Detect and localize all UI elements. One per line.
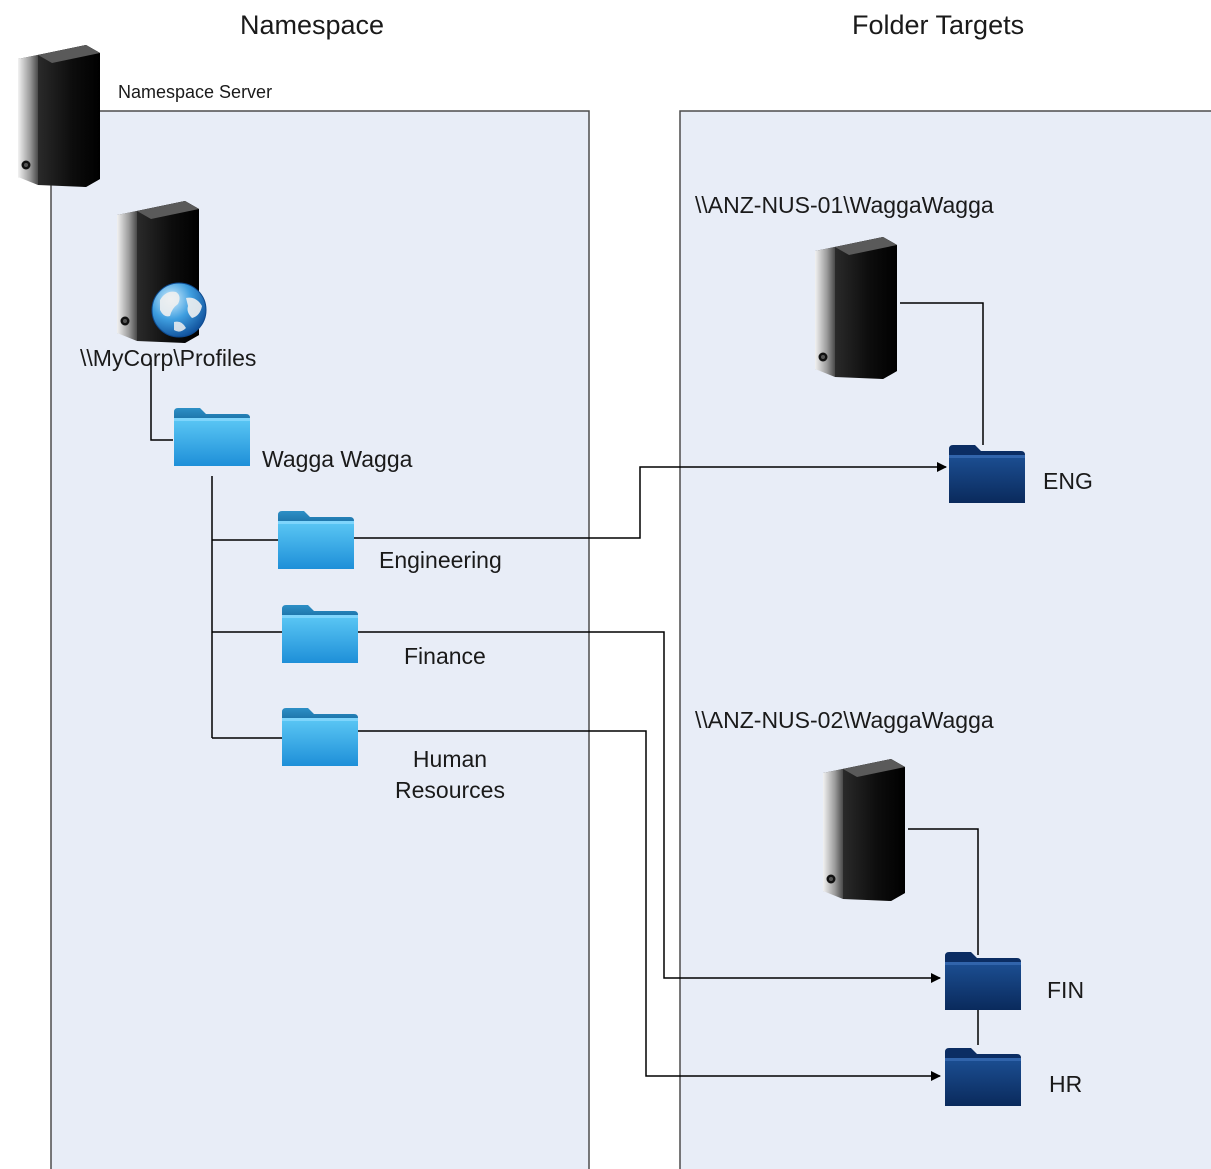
- namespace-root-label: \\MyCorp\Profiles: [80, 345, 257, 371]
- target-server-1-icon: [815, 237, 897, 379]
- share-folder-icon-fin: [945, 952, 1021, 1010]
- namespace-server-icon: [18, 45, 100, 187]
- folder-icon-human-resources: [282, 708, 358, 766]
- target-server-1-path: \\ANZ-NUS-01\WaggaWagga: [695, 192, 994, 218]
- folder-label-engineering: Engineering: [379, 547, 502, 573]
- namespace-heading: Namespace: [240, 10, 385, 40]
- folder-targets-heading: Folder Targets: [852, 10, 1025, 40]
- link-hr-to-hr: [358, 730, 941, 1081]
- site-folder-label: Wagga Wagga: [262, 446, 413, 472]
- folder-label-human-resources-line-2: Resources: [395, 777, 505, 803]
- globe-icon: [151, 282, 207, 338]
- server-share-connectors: [900, 302, 984, 1045]
- share-label-eng: ENG: [1043, 468, 1093, 494]
- share-folder-icon-eng: [949, 445, 1025, 503]
- folder-targets-panel: [679, 110, 1211, 1169]
- share-folder-icon-hr: [945, 1048, 1021, 1106]
- link-engineering-to-eng: [354, 462, 947, 539]
- namespace-server-label: Namespace Server: [118, 82, 273, 102]
- namespace-tree-connectors: [150, 360, 282, 739]
- folder-icon-wagga-wagga: [174, 408, 250, 466]
- share-label-hr: HR: [1049, 1071, 1083, 1097]
- folder-label-finance: Finance: [404, 643, 486, 669]
- folder-label-human-resources-line-1: Human: [412, 746, 488, 772]
- link-finance-to-fin: [358, 631, 941, 983]
- folder-icon-engineering: [278, 511, 354, 569]
- share-label-fin: FIN: [1047, 977, 1085, 1003]
- folder-icon-finance: [282, 605, 358, 663]
- folder-label-human-resources: Human Resources: [380, 744, 520, 806]
- target-server-2-path: \\ANZ-NUS-02\WaggaWagga: [695, 707, 994, 733]
- target-server-2-icon: [823, 759, 905, 901]
